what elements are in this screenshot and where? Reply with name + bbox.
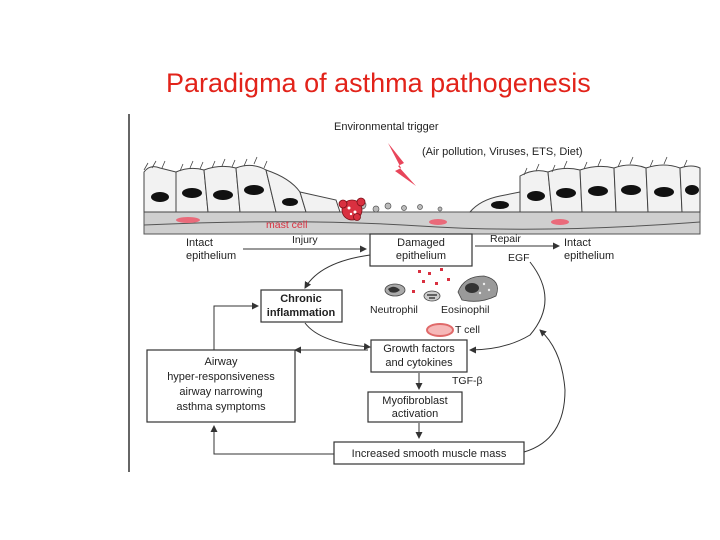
eosinophil-label: Eosinophil [441, 304, 489, 316]
growth-factors-box [370, 339, 468, 373]
cycle-arrow-repair-loop [469, 261, 546, 354]
inflammatory-cells-cluster [384, 268, 498, 337]
chronic-inflammation-box [260, 289, 343, 323]
airway-to-inflammation-arrow [213, 302, 259, 350]
neutrophil-label: Neutrophil [370, 304, 418, 316]
injury-label: Injury [292, 234, 318, 246]
myofibroblast-line1: Myofibroblast [382, 395, 447, 407]
epithelium-illustration [143, 156, 701, 235]
lightning-icon [388, 143, 416, 186]
intact-epithelium-left-line1: Intact [186, 237, 213, 249]
t-cell-icon [426, 323, 454, 337]
damaged-epithelium-line2: epithelium [396, 250, 446, 262]
intact-epithelium-right-line1: Intact [564, 237, 591, 249]
slide-title: Paradigma of asthma pathogenesis [166, 68, 591, 98]
growth-factors-line1: Growth factors [383, 343, 455, 355]
growth-factors-line2: and cytokines [385, 357, 453, 369]
muscle-feedback-arrow [523, 329, 566, 453]
repair-label: Repair [490, 233, 521, 245]
airway-line4: asthma symptoms [176, 401, 266, 413]
myofibroblast-box [367, 391, 463, 423]
smooth-muscle-box [333, 441, 525, 465]
airway-line1: Airway [204, 356, 238, 368]
cycle-arrow-to-inflammation [304, 254, 371, 289]
mast-cell-label: mast cell [266, 219, 307, 231]
myofibroblast-line2: activation [392, 408, 438, 420]
t-cell-label: T cell [455, 324, 480, 336]
tgf-label: TGF-β [452, 375, 483, 387]
egf-label: EGF [508, 252, 530, 264]
intact-epithelium-right-line2: epithelium [564, 250, 614, 262]
damaged-epithelium-line1: Damaged [397, 237, 445, 249]
intact-epithelium-left-line2: epithelium [186, 250, 236, 262]
trigger-label: Environmental trigger [334, 121, 439, 133]
trigger-examples-label: (Air pollution, Viruses, ETS, Diet) [422, 146, 583, 158]
chronic-inflammation-line1: Chronic [280, 293, 322, 305]
damaged-epithelium-box [369, 233, 473, 267]
chronic-inflammation-line2: inflammation [267, 307, 336, 319]
smooth-muscle-label: Increased smooth muscle mass [352, 448, 507, 460]
airway-box [146, 349, 296, 423]
airway-line3: airway narrowing [179, 386, 262, 398]
muscle-to-airway-arrow [210, 425, 334, 455]
airway-line2: hyper-responsiveness [167, 371, 275, 383]
cycle-arrow-to-growth [304, 322, 371, 351]
